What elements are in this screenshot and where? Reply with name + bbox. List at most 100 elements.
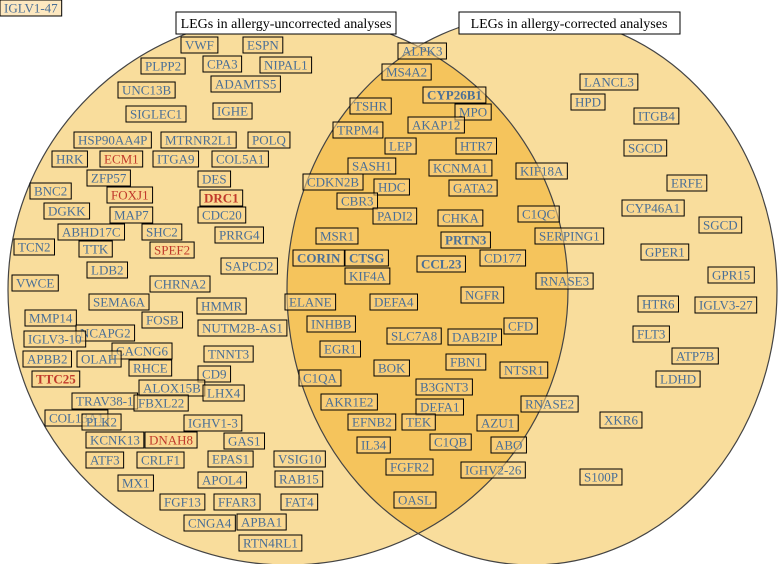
gene-label-box [242, 36, 284, 54]
gene-label-gper1: GPER1 [640, 243, 690, 261]
gene-label-trav38-1: TRAV38-1 [71, 392, 139, 410]
gene-label-box [298, 369, 342, 387]
gene-label-box [140, 57, 186, 75]
gene-label-fat4: FAT4 [280, 493, 319, 511]
gene-label-zfp57: ZFP57 [86, 169, 131, 187]
gene-label-box [535, 272, 594, 290]
gene-label-box [347, 413, 397, 431]
gene-label-text: CYP46A1 [626, 201, 680, 216]
gene-label-text: APOL4 [202, 473, 243, 488]
gene-label-akap12: AKAP12 [407, 116, 465, 134]
gene-label-box [671, 347, 719, 365]
gene-label-text: HRK [56, 152, 84, 167]
gene-label-msr1: MSR1 [315, 227, 359, 245]
gene-label-text: CYP26B1 [427, 88, 482, 103]
gene-label-text: TCN2 [18, 240, 51, 255]
gene-label-box [428, 159, 493, 177]
gene-label-text: MTRNR2L1 [165, 133, 232, 148]
gene-label-text: NGFR [465, 288, 500, 303]
gene-label-box [490, 436, 527, 454]
gene-label-chrna2: CHRNA2 [149, 275, 211, 293]
gene-label-ldb2: LDB2 [86, 261, 128, 279]
gene-label-box [349, 97, 392, 115]
gene-label-text: DNAH8 [149, 433, 193, 448]
gene-label-iglv3-27: IGLV3-27 [694, 296, 758, 314]
gene-label-alpk3: ALPK3 [397, 42, 447, 60]
gene-label-text: APBB2 [27, 352, 67, 367]
gene-label-text: ABO [495, 438, 522, 453]
gene-label-text: RTN4RL1 [243, 536, 298, 551]
gene-label-text: UNC13B [122, 83, 171, 98]
gene-label-box [152, 150, 200, 168]
gene-label-egr1: EGR1 [319, 340, 361, 358]
gene-label-cacng6: CACNG6 [111, 342, 173, 360]
gene-label-tcn2: TCN2 [13, 238, 55, 256]
gene-label-itgb4: ITGB4 [633, 107, 680, 125]
gene-label-text: HPD [575, 95, 601, 110]
gene-label-box [199, 189, 244, 207]
gene-label-ttc25: TTC25 [31, 370, 81, 388]
gene-label-text: IGHV2-26 [465, 463, 522, 478]
gene-label-box [373, 178, 410, 196]
gene-label-box [302, 173, 364, 191]
gene-label-box [238, 534, 303, 552]
gene-label-text: ELANE [289, 295, 332, 310]
gene-label-box [99, 150, 144, 168]
gene-label-ffar3: FFAR3 [213, 493, 261, 511]
gene-label-box [88, 293, 150, 311]
gene-label-alox15b: ALOX15B [138, 379, 206, 397]
gene-label-box [203, 345, 254, 363]
gene-label-box [499, 361, 549, 379]
gene-label-text: KCNK13 [90, 433, 140, 448]
gene-label-adamts5: ADAMTS5 [210, 75, 281, 93]
gene-label-s100p: S100P [579, 468, 623, 486]
gene-label-box [384, 137, 417, 155]
gene-label-text: IGLV3-10 [28, 332, 82, 347]
gene-label-dgkk: DGKK [43, 202, 91, 220]
gene-label-text: SAPCD2 [225, 259, 273, 274]
gene-label-text: C1QA [303, 371, 338, 386]
gene-label-text: IGHV1-3 [188, 416, 238, 431]
gene-label-text: PADI2 [377, 209, 413, 224]
gene-label-text: HDC [378, 180, 405, 195]
gene-label-box [623, 139, 668, 157]
gene-label-text: MS4A2 [386, 65, 427, 80]
gene-label-plk2: PLK2 [81, 413, 122, 431]
gene-label-chka: CHKA [437, 209, 484, 227]
gene-label-hrk: HRK [51, 150, 88, 168]
gene-label-fbn1: FBN1 [445, 353, 487, 371]
gene-label-box [117, 81, 176, 99]
gene-label-box [332, 121, 384, 139]
gene-label-ighv2-26: IGHV2-26 [460, 461, 526, 479]
gene-label-text: FFAR3 [218, 495, 256, 510]
gene-label-box [133, 394, 189, 412]
right-set-title: LEGs in allergy-corrected analyses [458, 11, 681, 35]
gene-label-sapcd2: SAPCD2 [220, 257, 278, 275]
gene-label-box [125, 105, 187, 123]
gene-label-drc1: DRC1 [199, 189, 244, 207]
gene-label-box [259, 56, 313, 74]
gene-label-azu1: AZU1 [476, 414, 519, 432]
gene-label-text: FGFR2 [390, 460, 429, 475]
gene-label-box [76, 350, 122, 368]
gene-label-plpp2: PLPP2 [140, 57, 186, 75]
gene-label-il34: IL34 [356, 436, 391, 454]
gene-label-ntsr1: NTSR1 [499, 361, 549, 379]
gene-label-text: SHC2 [146, 225, 178, 240]
gene-label-box [448, 179, 498, 197]
gene-label-dab2ip: DAB2IP [447, 328, 503, 346]
gene-label-text: GAS1 [228, 434, 261, 449]
gene-label-box [207, 450, 254, 468]
gene-label-text: NUTM2B-AS1 [202, 321, 283, 336]
gene-label-epas1: EPAS1 [207, 450, 254, 468]
gene-label-flt3: FLT3 [632, 325, 670, 343]
gene-label-box [24, 309, 77, 327]
gene-label-cnga4: CNGA4 [183, 514, 236, 532]
gene-label-text: LANCL3 [584, 75, 634, 90]
gene-label-box [85, 431, 145, 449]
gene-label-text: SLC7A8 [391, 329, 437, 344]
gene-label-text: TRAV38-1 [76, 394, 134, 409]
gene-label-box [160, 131, 237, 149]
gene-label-box [197, 170, 232, 188]
